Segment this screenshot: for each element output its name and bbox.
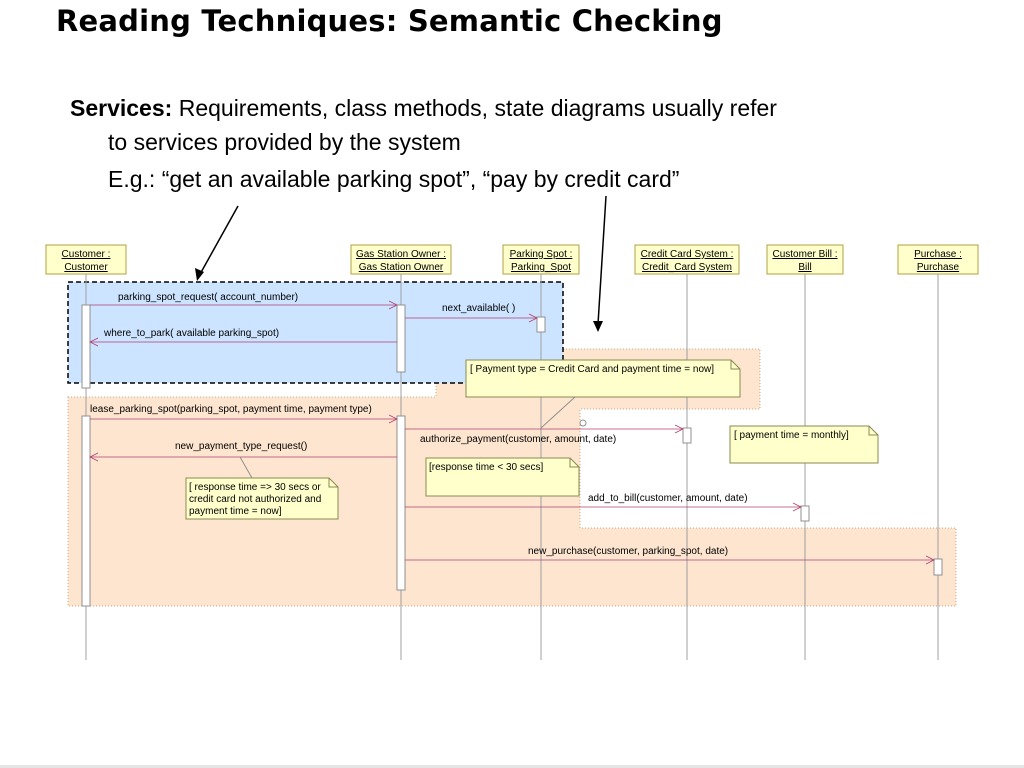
message-label-3: lease_parking_spot(parking_spot, payment… bbox=[90, 404, 372, 415]
note-text-response_time-0: [response time < 30 secs] bbox=[429, 462, 543, 473]
callout-arrowhead-pay-by-credit-card bbox=[593, 321, 603, 332]
guard-marker bbox=[579, 419, 587, 427]
message-arrow-2 bbox=[89, 337, 99, 347]
slide-title: Reading Techniques: Semantic Checking bbox=[56, 4, 723, 38]
message-arrow-5 bbox=[89, 452, 99, 462]
lifeline-label-customer_bill-type: Bill bbox=[798, 262, 811, 273]
lifeline-label-customer_bill: Customer Bill : bbox=[772, 249, 837, 260]
message-label-7: new_purchase(customer, parking_spot, dat… bbox=[528, 546, 728, 557]
note-payment_monthly bbox=[729, 425, 879, 464]
note-text-response_failure-1: credit card not authorized and bbox=[189, 494, 321, 505]
message-arrow-6 bbox=[792, 502, 802, 512]
activation-customer_bill-6 bbox=[800, 505, 810, 522]
note-fold-response_failure bbox=[328, 478, 338, 488]
lifeline-label-parking_spot-type: Parking_Spot bbox=[511, 262, 571, 273]
lifeline-label-parking_spot: Parking Spot : bbox=[510, 249, 573, 260]
message-arrow-3 bbox=[388, 414, 398, 424]
message-arrow-1 bbox=[528, 313, 538, 323]
services-bullet: Services: Requirements, class methods, s… bbox=[70, 91, 970, 159]
note-text-payment_monthly-0: [ payment time = monthly] bbox=[734, 430, 849, 441]
note-anchor-credit-card bbox=[540, 396, 576, 429]
bottom-rule bbox=[0, 765, 1024, 768]
callout-line-pay-by-credit-card bbox=[597, 195, 607, 325]
services-text: Requirements, class methods, state diagr… bbox=[178, 95, 777, 121]
lifeline-label-purchase-type: Purchase bbox=[917, 262, 960, 273]
message-label-0: parking_spot_request( account_number) bbox=[118, 292, 298, 303]
activation-credit_card_system-5 bbox=[682, 427, 692, 444]
lifeline-label-credit_card_system-type: Credit_Card System bbox=[642, 262, 732, 273]
lifeline-label-credit_card_system: Credit Card System : bbox=[641, 249, 734, 260]
lifeline-head-parking_spot bbox=[502, 244, 580, 275]
note-fold-payment_credit_card bbox=[730, 360, 740, 370]
lifeline-label-customer-type: Customer bbox=[64, 262, 108, 273]
lifeline-head-customer_bill bbox=[766, 244, 844, 275]
note-fold-response_time bbox=[569, 458, 579, 468]
note-text-payment_credit_card-0: [ Payment type = Credit Card and payment… bbox=[470, 364, 714, 375]
note-text-response_failure-0: [ response time => 30 secs or bbox=[189, 482, 321, 493]
lifeline-label-purchase: Purchase : bbox=[914, 249, 962, 260]
activation-purchase-7 bbox=[933, 558, 943, 576]
note-text-response_failure-2: payment time = now] bbox=[189, 506, 282, 517]
message-arrow-7 bbox=[925, 555, 935, 565]
note-response_failure bbox=[185, 477, 339, 520]
services-label: Services: bbox=[70, 95, 173, 121]
activation-customer-1 bbox=[81, 415, 91, 607]
services-text-continued: to services provided by the system bbox=[108, 129, 461, 155]
lifeline-head-purchase bbox=[897, 244, 979, 275]
lifeline-label-gas_station_owner: Gas Station Owner : bbox=[356, 249, 446, 260]
note-anchor-failure bbox=[239, 456, 253, 479]
activation-gas_station_owner-2 bbox=[396, 304, 406, 373]
message-arrow-4 bbox=[674, 424, 684, 434]
lifeline-label-gas_station_owner-type: Gas Station Owner bbox=[359, 262, 444, 273]
example-text: E.g.: “get an available parking spot”, “… bbox=[108, 166, 680, 192]
message-label-4: authorize_payment(customer, amount, date… bbox=[420, 434, 616, 445]
message-label-1: next_available( ) bbox=[442, 303, 515, 314]
callout-line-get-parking-spot bbox=[198, 205, 239, 277]
note-response_time bbox=[425, 457, 580, 497]
activation-parking_spot-4 bbox=[536, 316, 546, 333]
callout-arrowhead-get-parking-spot bbox=[195, 268, 204, 281]
lifeline-label-customer: Customer : bbox=[62, 249, 111, 260]
note-fold-payment_monthly bbox=[868, 426, 878, 436]
message-label-6: add_to_bill(customer, amount, date) bbox=[588, 493, 748, 504]
activation-gas_station_owner-3 bbox=[396, 415, 406, 591]
activation-customer-0 bbox=[81, 304, 91, 389]
message-arrow-0 bbox=[388, 300, 398, 310]
message-label-5: new_payment_type_request() bbox=[175, 441, 307, 452]
note-payment_credit_card bbox=[465, 359, 741, 398]
message-label-2: where_to_park( available parking_spot) bbox=[103, 328, 279, 339]
